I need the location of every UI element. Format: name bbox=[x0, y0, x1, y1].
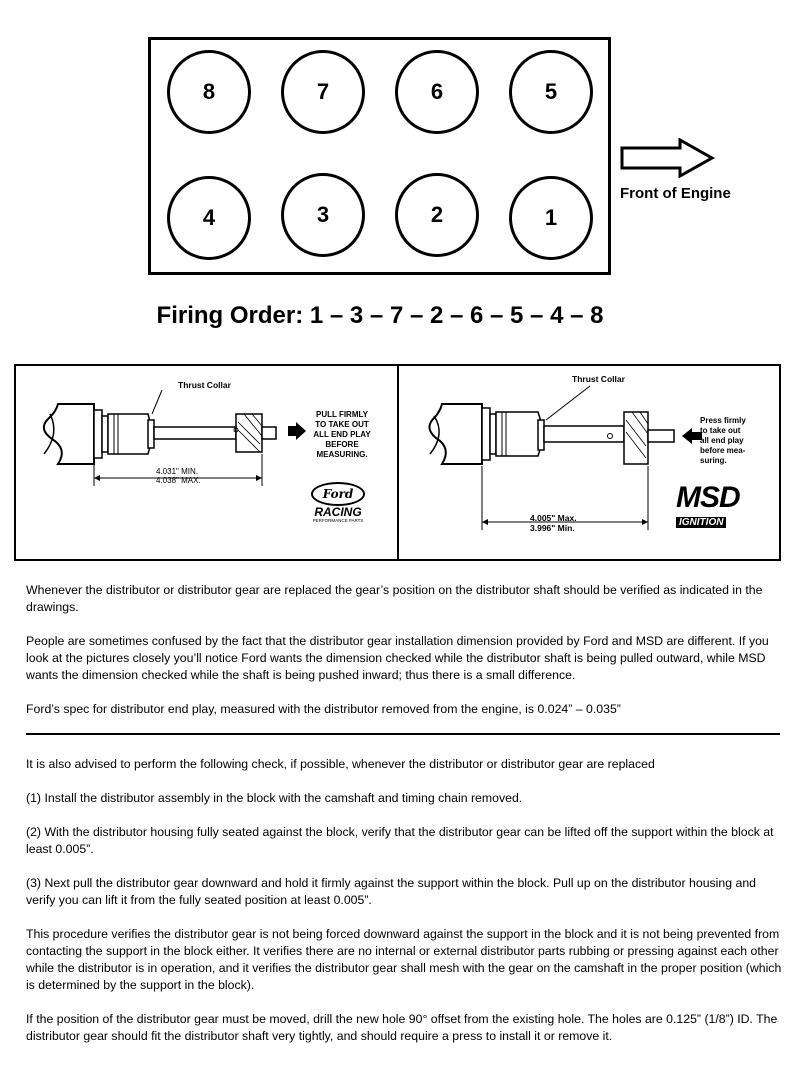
cylinder-2: 2 bbox=[395, 173, 479, 257]
paragraph: (1) Install the distributor assembly in … bbox=[26, 791, 523, 805]
paragraph: People are sometimes confused by the fac… bbox=[26, 634, 769, 682]
cylinder-8: 8 bbox=[167, 50, 251, 134]
cylinder-layout bbox=[148, 37, 611, 275]
front-arrow-icon bbox=[620, 138, 716, 178]
front-of-engine-label: Front of Engine bbox=[620, 185, 731, 202]
paragraph: (3) Next pull the distributor gear downw… bbox=[26, 876, 757, 907]
divider-rule bbox=[26, 733, 780, 735]
cylinder-4: 4 bbox=[167, 176, 251, 260]
cylinder-1: 1 bbox=[509, 176, 593, 260]
paragraph: Whenever the distributor or distributor … bbox=[26, 583, 763, 614]
ford-distributor-drawing bbox=[42, 389, 306, 486]
cylinder-7: 7 bbox=[281, 50, 365, 134]
paragraph: (2) With the distributor housing fully s… bbox=[26, 825, 774, 856]
panel-divider bbox=[397, 364, 399, 561]
paragraph: If the position of the distributor gear … bbox=[26, 1012, 778, 1043]
msd-dimension: 4.005" Max. 3.996" Min. bbox=[530, 513, 577, 533]
cylinder-3: 3 bbox=[281, 173, 365, 257]
cylinder-6: 6 bbox=[395, 50, 479, 134]
paragraph: This procedure verifies the distributor … bbox=[26, 927, 782, 992]
ford-dimension: 4.031" MIN. 4.038" MAX. bbox=[156, 467, 201, 485]
ford-racing-logo: Ford RACING PERFORMANCE PARTS bbox=[296, 482, 380, 523]
text-section-bottom: It is also advised to perform the follow… bbox=[26, 756, 782, 1045]
ford-instruction: PULL FIRMLY TO TAKE OUT ALL END PLAY BEF… bbox=[313, 410, 371, 459]
cylinder-5: 5 bbox=[509, 50, 593, 134]
msd-ignition-logo: MSD IGNITION bbox=[676, 481, 741, 528]
paragraph: Ford’s spec for distributor end play, me… bbox=[26, 702, 621, 716]
text-section-top: Whenever the distributor or distributor … bbox=[26, 582, 782, 718]
msd-distributor-drawing bbox=[428, 385, 702, 530]
msd-instruction: Press firmly to take out all end play be… bbox=[700, 416, 746, 465]
paragraph: It is also advised to perform the follow… bbox=[26, 757, 655, 771]
msd-thrust-collar-label: Thrust Collar bbox=[572, 374, 625, 384]
firing-order-title: Firing Order: 1 – 3 – 7 – 2 – 6 – 5 – 4 … bbox=[156, 302, 604, 329]
ford-thrust-collar-label: Thrust Collar bbox=[178, 380, 231, 390]
